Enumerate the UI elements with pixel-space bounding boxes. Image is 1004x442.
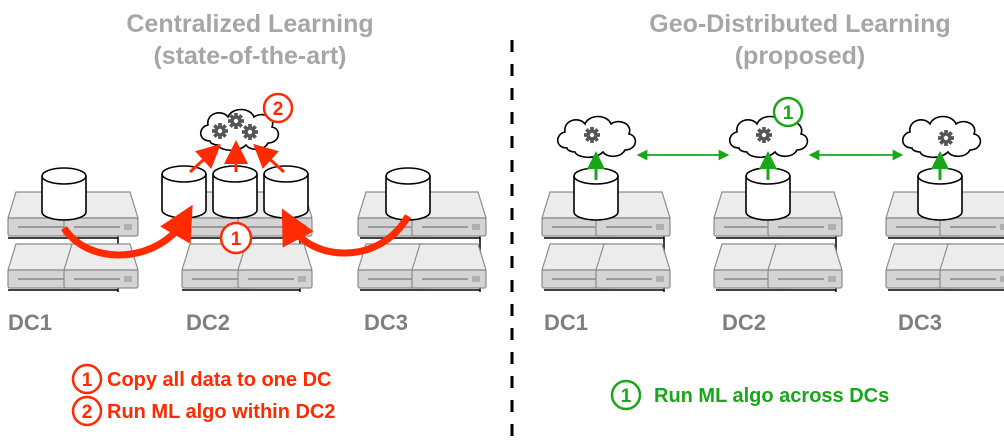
svg-text:1: 1 [231,229,242,250]
gear-icon [242,124,258,140]
svg-text:1: 1 [783,103,794,124]
left-step-marker-2: 2 [262,92,294,124]
dc2-rack-right [713,167,843,292]
server-icon [595,243,671,289]
gear-icon [212,123,228,139]
right-legend-item-1: 1 Run ML algo across DCs [610,379,889,411]
svg-text:1: 1 [82,370,93,391]
server-icon [767,243,843,289]
right-cloud-dc1 [556,115,637,159]
database-icon [41,167,87,221]
left-dc2-label: DC2 [186,310,230,335]
right-title-line2: (proposed) [735,42,866,70]
database-icon [161,165,207,219]
dc1-rack-left [7,167,139,292]
left-panel: Centralized Learning (state-of-the-art) [7,10,487,427]
svg-text:Copy all data to one DC: Copy all data to one DC [107,369,331,391]
green-local-arrows [587,151,949,180]
server-icon [411,243,487,289]
server-icon [939,243,1004,289]
svg-text:Run ML algo across DCs: Run ML algo across DCs [654,385,889,407]
left-legend-item-1: 1 Copy all data to one DC [71,363,331,395]
red-upload-arrows [188,140,286,174]
right-step-marker-1: 1 [772,96,804,128]
server-icon [237,243,313,289]
right-title-line1: Geo-Distributed Learning [649,10,950,38]
svg-text:1: 1 [621,386,632,407]
database-icon [212,165,258,219]
left-title-line1: Centralized Learning [126,10,373,38]
gear-icon [756,127,772,143]
svg-text:Run ML algo within DC2: Run ML algo within DC2 [107,401,336,423]
dc3-rack-right [885,167,1004,291]
red-copy-arrows [61,204,412,259]
database-icon [263,165,309,219]
left-title-line2: (state-of-the-art) [153,42,346,70]
database-icon [385,167,431,221]
right-dc1-label: DC1 [544,310,588,335]
right-panel: Geo-Distributed Learning (proposed) [541,10,1004,411]
svg-text:2: 2 [82,402,93,423]
left-legend-item-2: 2 Run ML algo within DC2 [71,395,336,427]
dc1-rack-right [541,167,671,292]
dc3-rack-left [357,167,487,292]
gear-icon [938,130,954,146]
gear-icon [584,127,600,143]
left-dc3-label: DC3 [364,310,408,335]
right-cloud-dc3 [901,115,982,159]
gear-icon [228,113,244,129]
right-dc3-label: DC3 [898,310,942,335]
left-dc1-label: DC1 [8,310,52,335]
right-dc2-label: DC2 [722,310,766,335]
left-step-marker-1: 1 [219,221,253,255]
svg-text:2: 2 [273,99,284,120]
